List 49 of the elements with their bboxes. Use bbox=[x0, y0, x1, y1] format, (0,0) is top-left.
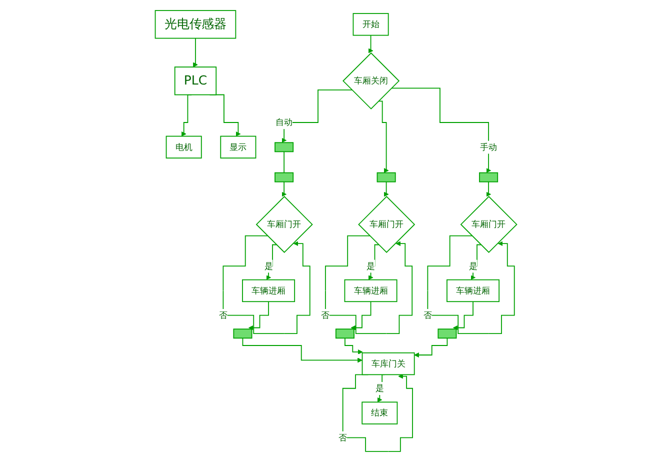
node-box bbox=[438, 328, 457, 339]
edge-label: 手动 bbox=[480, 142, 498, 152]
edge-label: 是 bbox=[375, 383, 384, 394]
arrow bbox=[384, 181, 389, 197]
node-box: 开始 bbox=[352, 13, 389, 36]
arrow bbox=[486, 181, 492, 197]
arrow bbox=[390, 88, 492, 173]
node-box bbox=[274, 172, 294, 182]
edge-label: 否 bbox=[338, 432, 348, 443]
node-box: 车辆进厢 bbox=[242, 279, 296, 302]
node-box: PLC bbox=[174, 66, 217, 96]
arrow bbox=[350, 301, 372, 330]
arrow bbox=[427, 235, 515, 334]
arrow bbox=[325, 235, 413, 334]
node-box: 车库门关 bbox=[362, 352, 415, 376]
node-box: 显示 bbox=[220, 136, 256, 158]
node-diamond: 车厢关闭 bbox=[342, 52, 400, 110]
node-box bbox=[233, 328, 252, 339]
arrow bbox=[222, 235, 310, 334]
edge-label: 否 bbox=[423, 310, 432, 320]
node-diamond: 车厢门开 bbox=[460, 196, 518, 253]
node-box bbox=[376, 172, 396, 182]
node-box: 结束 bbox=[362, 402, 398, 424]
arrow bbox=[248, 301, 269, 330]
edge-label: 是 bbox=[264, 260, 273, 272]
arrow bbox=[193, 38, 198, 68]
edge-label: 是 bbox=[366, 260, 376, 272]
arrow bbox=[378, 100, 389, 173]
edge-label: 自动 bbox=[276, 117, 293, 128]
node-box: 电机 bbox=[166, 136, 202, 158]
arrow bbox=[344, 338, 363, 354]
node-box: 光电传感器 bbox=[154, 10, 236, 39]
connector bbox=[284, 151, 285, 174]
arrow bbox=[282, 181, 287, 197]
node-box bbox=[274, 142, 294, 152]
edge-label: 否 bbox=[218, 310, 228, 320]
arrow bbox=[368, 34, 374, 54]
node-box bbox=[479, 172, 498, 182]
arrow bbox=[414, 338, 448, 358]
edge-label: 否 bbox=[321, 310, 330, 320]
node-box: 车辆进厢 bbox=[344, 279, 398, 302]
arrow bbox=[282, 89, 352, 143]
edge-label: 是 bbox=[468, 260, 478, 272]
arrow bbox=[242, 338, 362, 363]
arrow bbox=[452, 301, 474, 330]
node-box: 车辆进厢 bbox=[446, 279, 500, 302]
node-box bbox=[335, 328, 354, 339]
node-diamond: 车厢门开 bbox=[358, 196, 416, 253]
node-diamond: 车厢门开 bbox=[256, 196, 313, 253]
